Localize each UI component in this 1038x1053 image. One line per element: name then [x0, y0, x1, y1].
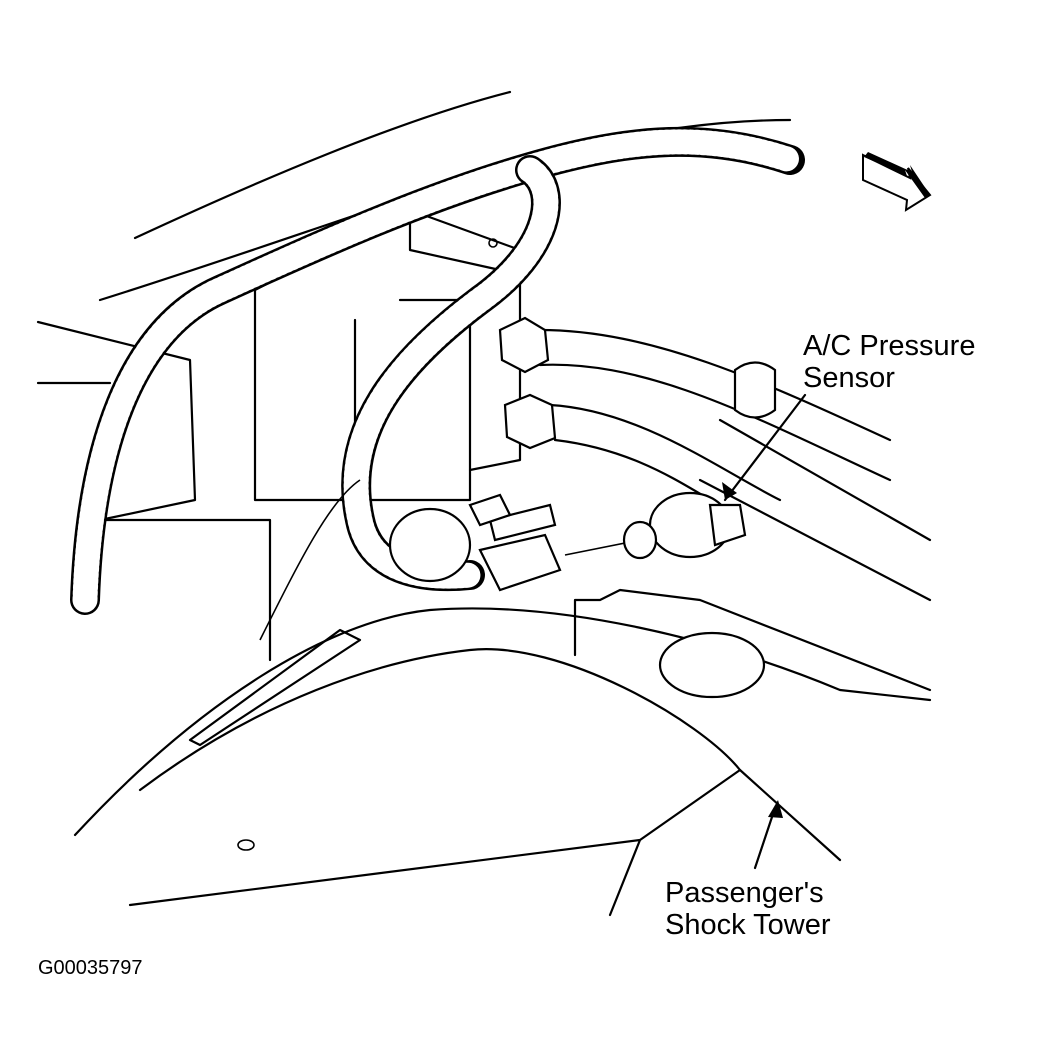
small-hole	[237, 839, 255, 851]
shock-tower-plate	[573, 588, 932, 692]
figure-id: G00035797	[38, 957, 143, 979]
connector-tab	[488, 503, 557, 542]
bracket-bolt	[488, 238, 498, 248]
shock-tower-leader-line	[753, 806, 777, 870]
ac-pressure-sensor-hex	[708, 503, 747, 547]
shock-tower-edge	[608, 838, 642, 917]
strut-mount-hole	[658, 631, 766, 699]
upper-fitting-nut	[498, 316, 550, 374]
rail-line	[698, 418, 932, 602]
shock-tower-ridge	[138, 648, 742, 792]
left-panel-line	[36, 320, 197, 522]
ac-line-upper	[538, 328, 892, 442]
wire-loop	[259, 479, 361, 641]
grommet	[388, 507, 472, 583]
ac-pressure-sensor-label-line2: Sensor	[803, 362, 895, 394]
ac-sensor-leader-arrowhead	[722, 482, 737, 500]
shock-tower-front	[128, 768, 842, 907]
module-box-edge	[408, 208, 502, 272]
ac-pressure-sensor-port	[622, 520, 658, 560]
hood-edge-line	[133, 90, 512, 240]
electrical-connector	[478, 533, 562, 592]
ac-sensor-leader-line	[723, 393, 807, 502]
ac-pressure-sensor-label: A/C Pressure Sensor	[803, 330, 975, 394]
shock-tower-leader-arrowhead	[768, 800, 783, 818]
front-direction-arrow-icon	[862, 152, 932, 212]
ac-pressure-sensor-label-line1: A/C Pressure	[803, 330, 976, 362]
shock-tower-label: Passenger's Shock Tower	[665, 877, 831, 941]
bolt	[468, 493, 512, 527]
bracket-arm	[188, 628, 362, 747]
ac-line-lower	[548, 403, 782, 502]
shock-tower-outline	[73, 607, 932, 837]
shock-tower-label-line1: Passenger's	[665, 877, 824, 909]
ac-line-upper-b	[538, 363, 892, 482]
lower-fitting-nut	[503, 393, 557, 450]
shock-tower-label-line2: Shock Tower	[665, 909, 831, 941]
service-port-cap	[733, 361, 777, 419]
left-lower-line	[98, 518, 272, 662]
